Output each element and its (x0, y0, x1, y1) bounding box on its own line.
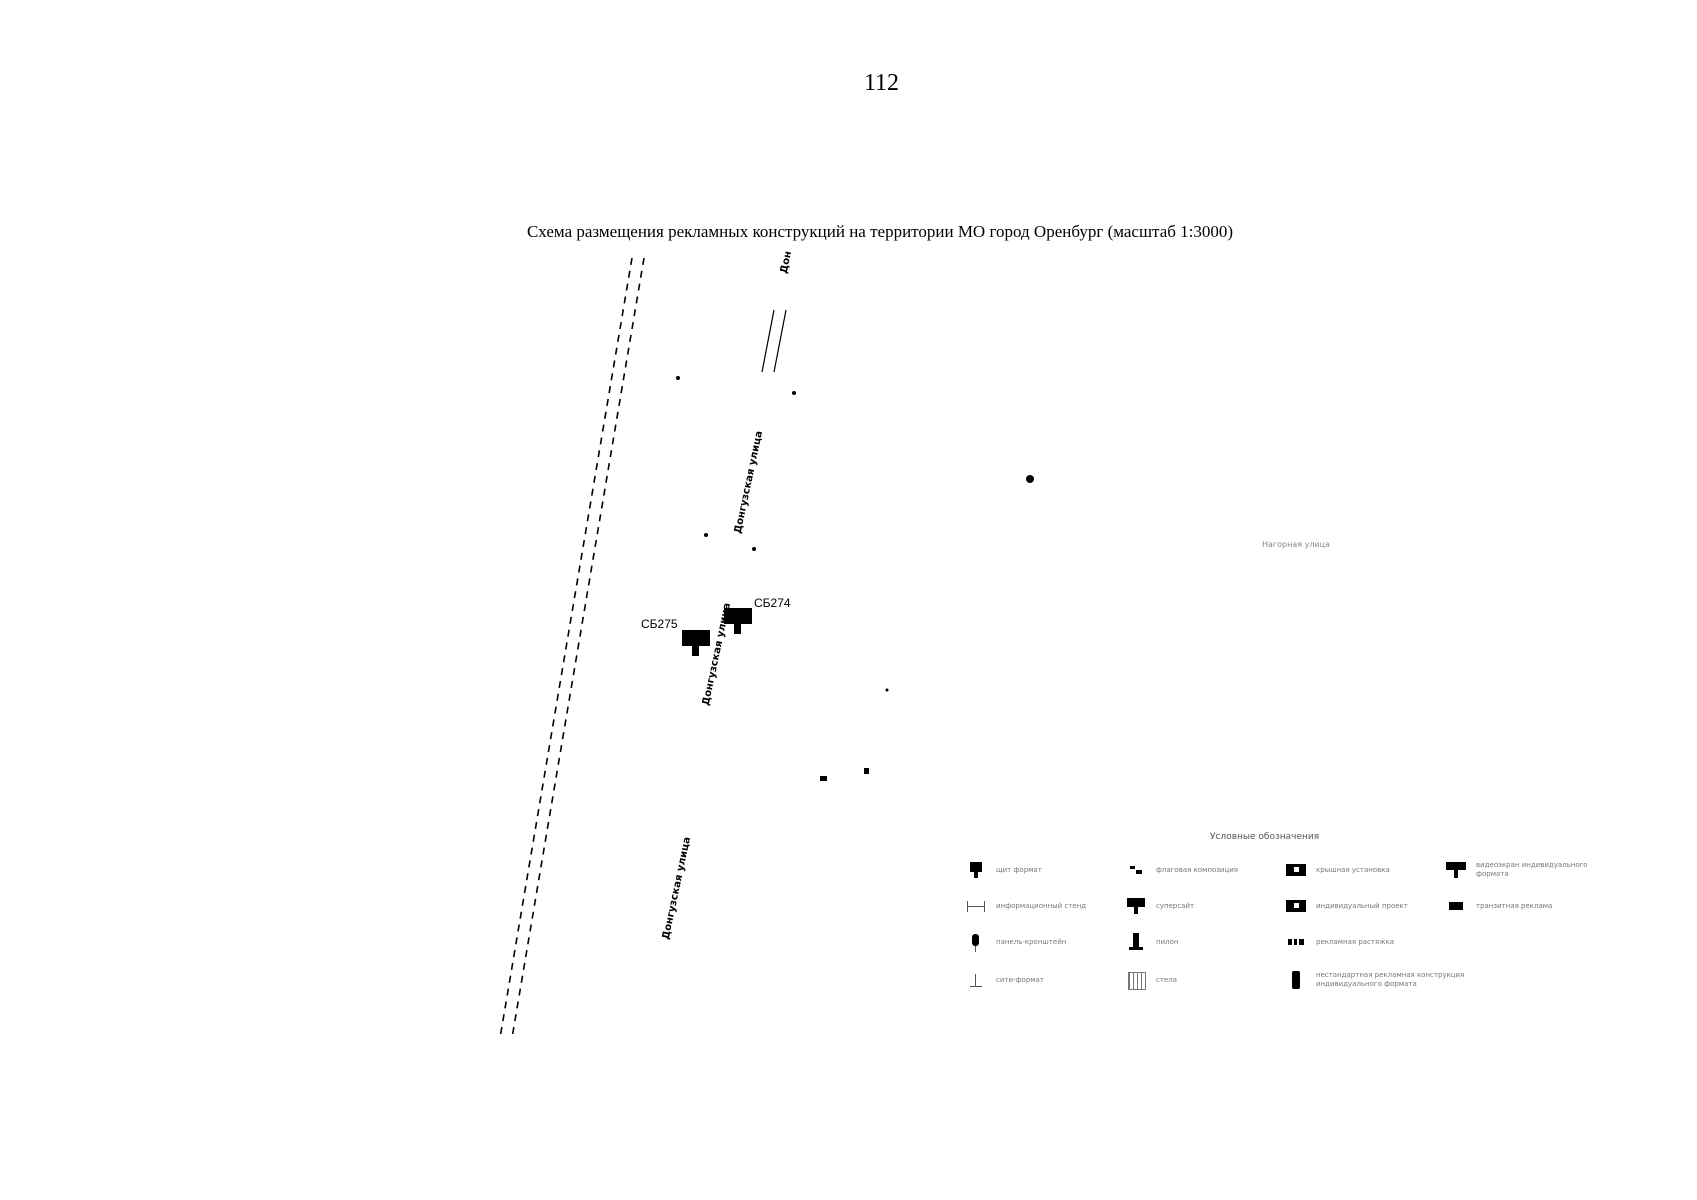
legend-item-nonstandard: нестандартная рекламная конструкция инди… (1286, 966, 1486, 994)
legend-label: информационный стенд (996, 901, 1087, 910)
legend-item-city-format: сити-формат (966, 966, 1136, 994)
road-stroke-2 (773, 309, 787, 373)
legend-label: нестандартная рекламная конструкция инди… (1316, 971, 1465, 988)
map-point (1026, 475, 1034, 483)
map-point (885, 688, 889, 692)
nonstandard-construction-icon (1286, 970, 1306, 990)
legend-label: пилон (1156, 937, 1179, 946)
map-title: Схема размещения рекламных конструкций н… (526, 222, 1234, 241)
legend-label: суперсайт (1156, 901, 1195, 910)
legend-item-videoscreen: видеоэкран индивидуального формата (1446, 856, 1616, 884)
map-point (676, 376, 680, 380)
construction-label-sb275: СБ275 (641, 617, 678, 631)
legend-item-individual: индивидуальный проект (1286, 892, 1456, 920)
legend-item-stele: стела (1126, 966, 1296, 994)
bracket-panel-icon (966, 932, 986, 952)
stele-icon (1126, 970, 1146, 990)
street-label: Нагорная улица (1262, 540, 1330, 549)
map-point (864, 768, 869, 774)
map-point (820, 776, 827, 781)
legend-item-banner: рекламная растяжка (1286, 928, 1456, 956)
legend-item-pylon: пилон (1126, 928, 1296, 956)
banner-icon (1286, 932, 1306, 952)
legend-label: индивидуальный проект (1316, 901, 1408, 910)
legend-item-roof: крышная установка (1286, 856, 1456, 884)
legend-label: крышная установка (1316, 865, 1390, 874)
legend-label: видеоэкран индивидуального формата (1476, 861, 1588, 878)
legend-label: стела (1156, 975, 1177, 984)
road-stroke-1 (761, 309, 775, 373)
legend-item-info-stand: информационный стенд (966, 892, 1136, 920)
legend-label: панель-кронштейн (996, 937, 1067, 946)
map-legend: Условные обозначения щит формат флаговая… (960, 832, 1620, 1022)
construction-marker-sb274 (724, 608, 752, 634)
legend-label: флаговая композиция (1156, 865, 1239, 874)
legend-item-flag: флаговая композиция (1126, 856, 1296, 884)
legend-item-transit: транзитная реклама (1446, 892, 1616, 920)
flag-icon (1126, 860, 1146, 880)
railway-line-2 (511, 257, 645, 1039)
info-stand-icon (966, 896, 986, 916)
legend-item-billboard: щит формат (966, 856, 1136, 884)
legend-title: Условные обозначения (1210, 832, 1320, 842)
railway-line-1 (499, 257, 633, 1039)
supersite-icon (1126, 896, 1146, 916)
legend-item-bracket: панель-кронштейн (966, 928, 1136, 956)
pylon-icon (1126, 932, 1146, 952)
legend-label: сити-формат (996, 975, 1044, 984)
transit-icon (1446, 896, 1466, 916)
construction-marker-sb275 (682, 630, 710, 656)
roof-installation-icon (1286, 860, 1306, 880)
videoscreen-icon (1446, 860, 1466, 880)
page-number: 112 (863, 70, 900, 96)
billboard-icon (966, 860, 986, 880)
map-point (704, 533, 708, 537)
map-point (792, 391, 796, 395)
city-format-icon (966, 970, 986, 990)
map-point (752, 547, 756, 551)
individual-project-icon (1286, 896, 1306, 916)
legend-item-supersite: суперсайт (1126, 892, 1296, 920)
legend-label: транзитная реклама (1476, 901, 1553, 910)
legend-label: рекламная растяжка (1316, 937, 1395, 946)
legend-label: щит формат (996, 865, 1042, 874)
construction-label-sb274: СБ274 (754, 596, 791, 610)
